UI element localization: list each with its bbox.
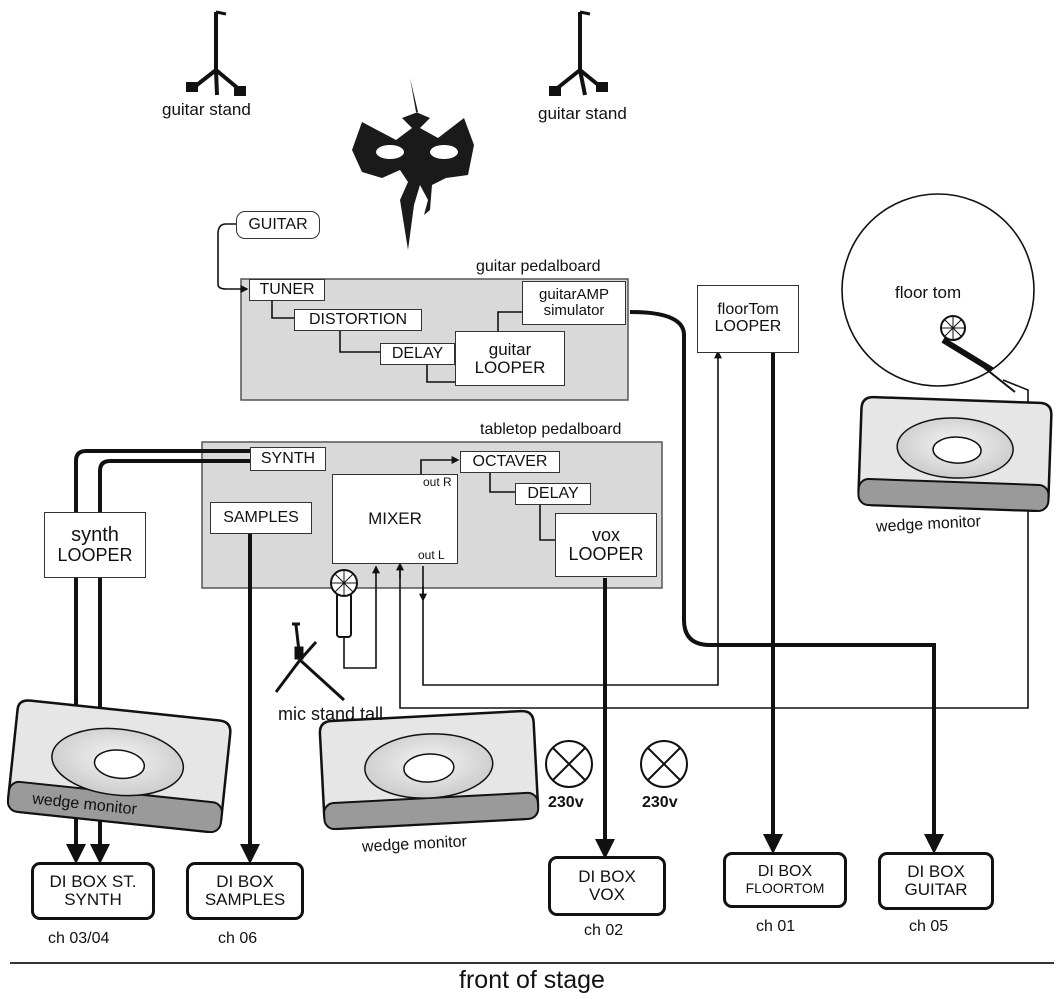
di-box-line2: GUITAR	[904, 880, 968, 899]
channel-label: ch 02	[584, 922, 624, 939]
return-cables	[399, 350, 1029, 709]
di-box-floortom: DI BOX FLOORTOM	[723, 852, 847, 908]
channel-label: ch 06	[218, 930, 258, 947]
floortom-looper-line1: floorTom	[717, 301, 779, 319]
di-box-line1: DI BOX	[907, 862, 965, 882]
floor-tom-mic-icon	[940, 315, 1016, 393]
floortom-looper-line2: LOOPER	[714, 318, 782, 335]
guitar-stand-label: guitar stand	[162, 100, 251, 119]
di-box-synth: DI BOX ST. SYNTH	[31, 862, 155, 920]
di-box-guitar: DI BOX GUITAR	[878, 852, 994, 910]
mixer-out-r-label: out R	[423, 475, 452, 489]
guitar-looper-line2: LOOPER	[474, 357, 546, 377]
vox-looper: vox LOOPER	[555, 513, 657, 577]
band-logo-icon	[352, 78, 474, 250]
di-box-line1: DI BOX	[216, 872, 274, 892]
channel-label: ch 03/04	[48, 930, 110, 947]
samples-pedal: SAMPLES	[210, 502, 312, 534]
octaver-pedal: OCTAVER	[460, 451, 560, 473]
delay-pedal-guitar: DELAY	[380, 343, 455, 365]
channel-label: ch 05	[909, 918, 949, 935]
mic-stand-icon	[274, 622, 346, 702]
di-box-line2: SYNTH	[64, 890, 122, 909]
synth-looper-line1: synth	[71, 524, 119, 547]
di-box-line2: SAMPLES	[204, 890, 286, 909]
vox-looper-line2: LOOPER	[568, 544, 644, 564]
channel-label: ch 01	[756, 918, 796, 935]
guitar-chain-cables	[217, 223, 525, 383]
floor-tom-drum	[841, 193, 1035, 387]
wedge-monitor-right	[857, 395, 1053, 513]
mic-stand-label: mic stand tall	[278, 704, 384, 724]
distortion-pedal: DISTORTION	[294, 309, 422, 331]
guitar-looper-line1: guitar	[488, 339, 532, 359]
guitar-pedalboard-label: guitar pedalboard	[476, 258, 601, 275]
di-box-line1: DI BOX	[578, 867, 636, 887]
di-cables	[66, 310, 944, 864]
mixer: MIXER	[332, 474, 458, 564]
wedge-monitor-center	[318, 709, 540, 831]
vox-looper-line1: vox	[591, 525, 620, 546]
guitar-stand-icon	[549, 10, 608, 96]
floor-tom-label: floor tom	[895, 283, 962, 302]
guitar-stand-label: guitar stand	[538, 104, 627, 123]
di-box-line2: FLOORTOM	[745, 880, 825, 897]
power-outlet-icon	[545, 740, 593, 788]
mixer-out-l-label: out L	[418, 548, 445, 562]
power-label: 230v	[642, 794, 678, 811]
di-box-line1: DI BOX ST.	[49, 872, 137, 892]
di-box-vox: DI BOX VOX	[548, 856, 666, 916]
guitar-stand-icon	[186, 10, 246, 96]
di-box-line1: DI BOX	[757, 863, 813, 881]
synth-pedal: SYNTH	[250, 447, 326, 471]
guitar-input-box: GUITAR	[236, 211, 320, 239]
synth-looper: synth LOOPER	[44, 512, 146, 578]
amp-sim-line1: guitarAMP	[538, 286, 610, 304]
guitar-looper: guitar LOOPER	[455, 331, 565, 386]
di-box-line2: VOX	[589, 885, 625, 904]
amp-sim-line2: simulator	[543, 302, 605, 319]
page-title: front of stage	[459, 966, 605, 994]
tabletop-pedalboard-label: tabletop pedalboard	[480, 421, 622, 438]
floortom-looper: floorTom LOOPER	[697, 285, 799, 353]
synth-looper-line2: LOOPER	[57, 545, 133, 566]
delay-pedal-vox: DELAY	[515, 483, 591, 505]
tabletop-cables	[343, 456, 555, 669]
tuner-pedal: TUNER	[249, 279, 325, 301]
di-box-samples: DI BOX SAMPLES	[186, 862, 304, 920]
guitar-amp-simulator: guitarAMP simulator	[522, 281, 626, 325]
power-label: 230v	[548, 794, 584, 811]
vocal-mic-icon	[330, 569, 358, 638]
wedge-monitor-left	[6, 699, 232, 834]
power-outlet-icon	[640, 740, 688, 788]
